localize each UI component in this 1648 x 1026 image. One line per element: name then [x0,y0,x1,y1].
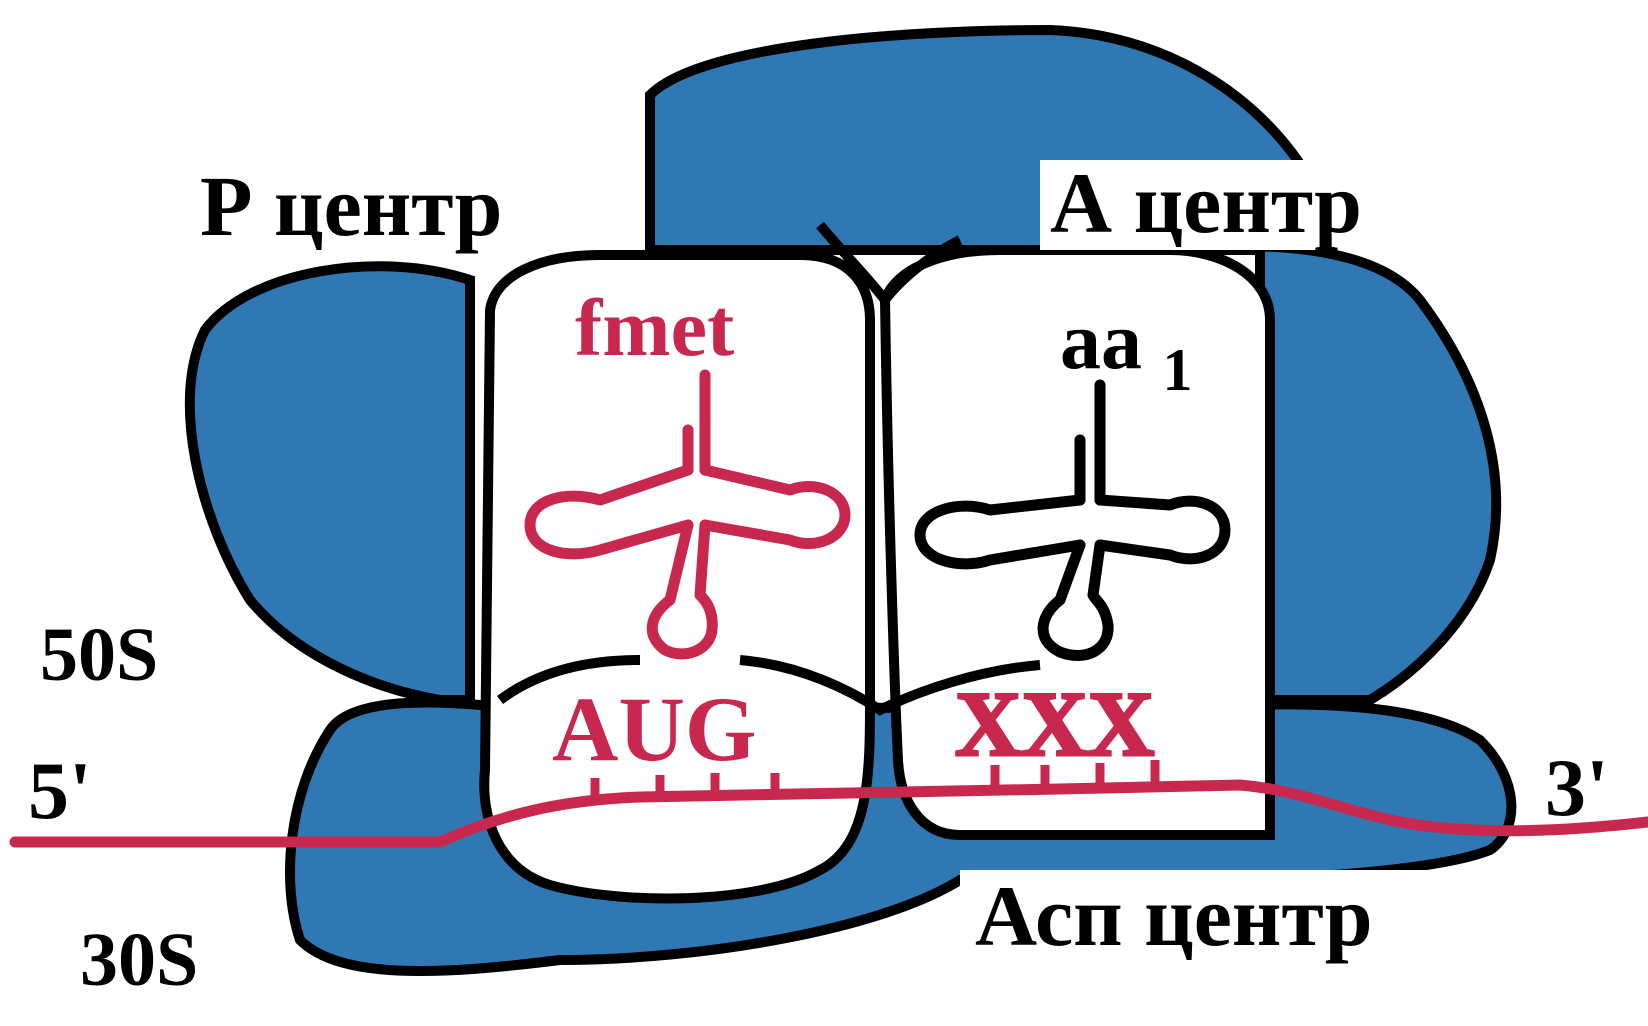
a-site-label: А центр [1050,155,1362,251]
exit-site-label-box [960,870,1560,970]
a-codon-ticks [990,760,1160,790]
large-subunit-label: 50S [40,613,158,697]
mrna-strand [9,779,1648,848]
exit-site-label: Асп центр [975,868,1373,964]
a-site-trna-cloverleaf-icon [914,379,1231,661]
a-amino-acid-base: aa [1060,295,1142,386]
large-subunit-left-lobe [184,261,475,705]
p-codon-ticks [590,773,780,800]
a-amino-acid-subscript: 1 [1163,337,1193,403]
five-prime-label: 5' [28,745,92,836]
p-amino-acid-label: fmet [575,282,734,373]
small-subunit-label: 30S [80,918,198,1002]
a-codon-label: XXX [955,673,1154,775]
p-site-trna-cloverleaf-icon [524,369,851,660]
three-prime-label: 3' [1545,742,1609,833]
a-site-label-box [1040,160,1540,250]
p-codon-label: AUG [552,678,756,780]
a-amino-acid-label: aa 1 [1060,295,1193,403]
p-site-label: Р центр [200,158,502,254]
